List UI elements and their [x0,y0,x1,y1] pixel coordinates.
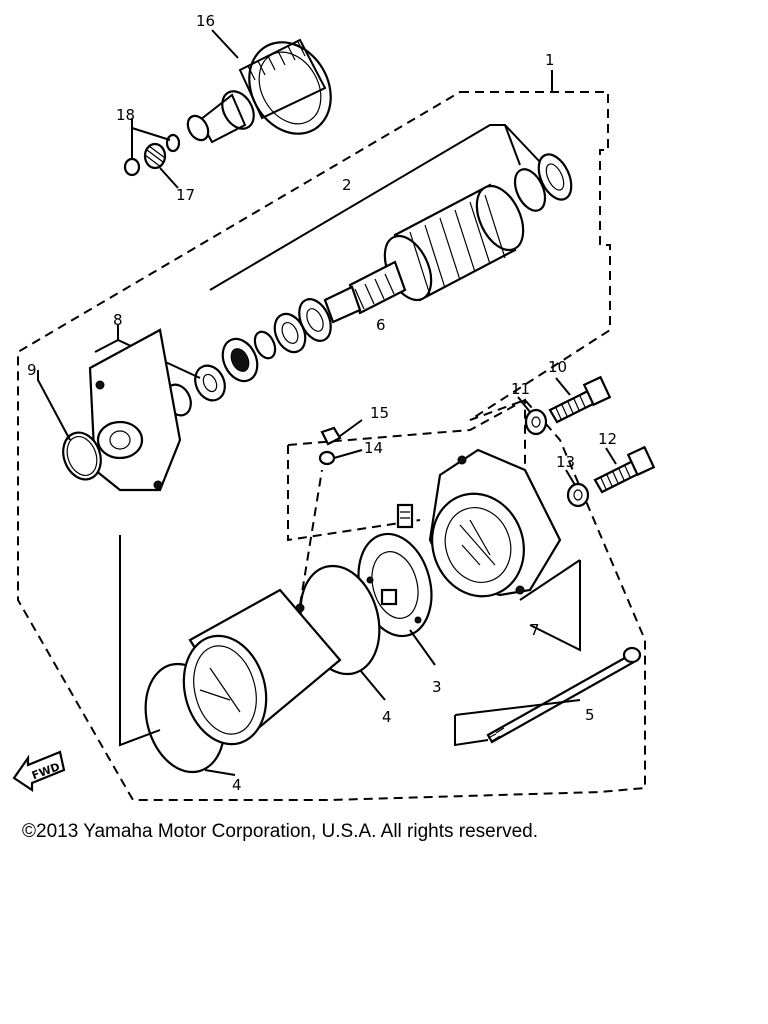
bolt-10 [548,375,612,424]
assembly-outline [17,91,646,801]
callout-8: 8 [113,311,123,329]
washer [253,330,277,360]
through-bolt-5 [486,646,642,744]
callout-1: 1 [545,51,555,69]
washer [273,312,307,354]
rear-end-cover-7 [428,448,562,598]
starter-motor-exploded-diagram: FWD 1 2 3 4 4 5 6 7 8 9 10 11 12 13 14 1… [12,12,656,801]
washer-11 [524,408,548,436]
copyright-notice: ©2013 Yamaha Motor Corporation, U.S.A. A… [22,821,538,842]
callout-14: 14 [364,439,383,457]
washer-13 [566,482,590,508]
callout-6: 6 [376,316,386,334]
callout-3: 3 [432,678,442,696]
front-end-cover-8 [88,328,182,492]
callout-15: 15 [370,404,389,422]
callout-16: 16 [196,12,215,30]
callout-5: 5 [585,706,595,724]
callout-4: 4 [382,708,392,726]
callout-10: 10 [548,358,567,376]
starter-clutch-drive [186,38,332,144]
callout-2: 2 [342,176,352,194]
bolt-12 [593,445,656,494]
washer-14 [318,450,336,466]
callout-13: 13 [556,453,575,471]
armature-6 [323,183,525,324]
washer [513,168,547,212]
callout-7: 7 [530,621,540,639]
callout-9: 9 [27,361,37,379]
callout-4: 4 [232,776,242,794]
callout-17: 17 [176,186,195,204]
callout-12: 12 [598,430,617,448]
yoke-housing [182,588,342,746]
callout-18: 18 [116,106,135,124]
callout-11: 11 [511,380,530,398]
spring-17 [143,142,167,170]
fwd-arrow-icon: FWD [12,750,66,793]
nut-15 [320,426,342,446]
washer [194,364,226,402]
